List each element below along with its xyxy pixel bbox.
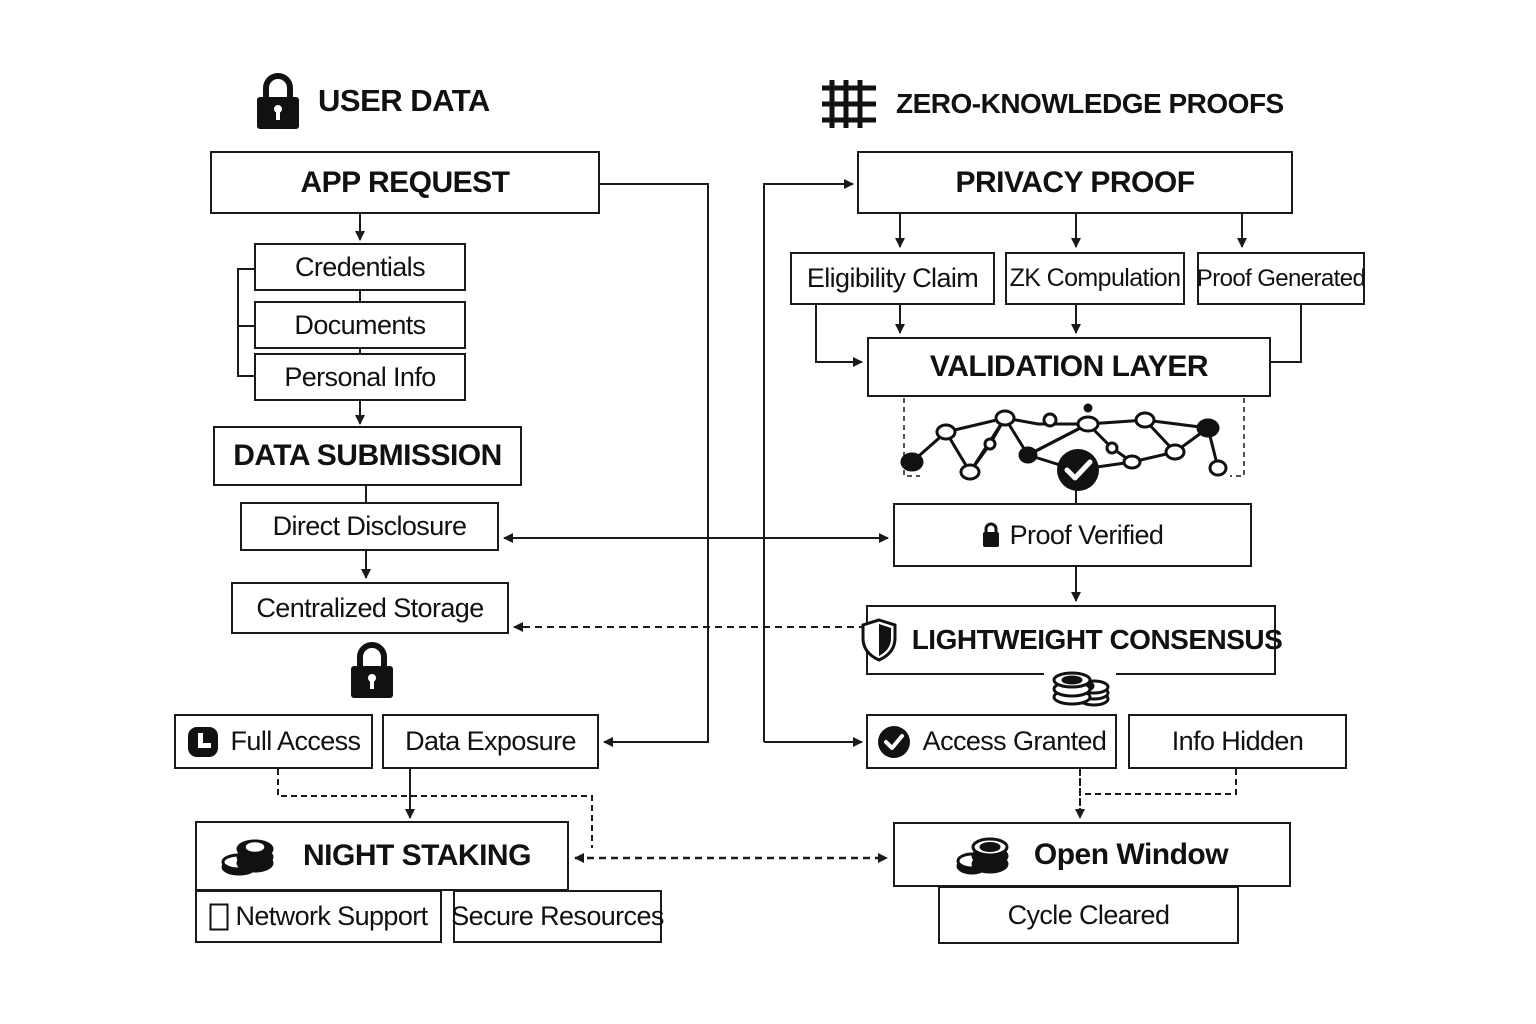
grid-hash-icon (820, 78, 878, 130)
cycle-cleared-label: Cycle Cleared (1007, 899, 1170, 930)
data-submission-box[interactable]: DATA SUBMISSION (213, 426, 522, 486)
checkbox-empty-icon[interactable] (209, 903, 229, 931)
connector-generated-to-validation (1270, 305, 1302, 363)
bracket-inputs (237, 268, 254, 377)
blockchain-network-icon (900, 403, 1228, 481)
check-badge-icon (1057, 449, 1099, 491)
arrow-app-request-to-data-exposure (599, 183, 709, 747)
proof-generated-label: Proof Generated (1196, 264, 1366, 292)
open-window-label: Open Window (1033, 837, 1229, 871)
user-data-heading-text: USER DATA (318, 83, 490, 118)
data-exposure-label: Data Exposure (405, 726, 576, 756)
secure-resources-box[interactable]: Secure Resources (451, 890, 664, 943)
network-support-label: Network Support (235, 901, 428, 931)
eligibility-claim-box[interactable]: Eligibility Claim (790, 252, 995, 305)
centralized-storage-box[interactable]: Centralized Storage (231, 582, 509, 634)
documents-box[interactable]: Documents (254, 301, 466, 349)
lock-icon (256, 72, 300, 130)
cycle-cleared-box[interactable]: Cycle Cleared (938, 886, 1239, 944)
night-staking-label: NIGHT STAKING (303, 839, 531, 872)
secure-resources-label: Secure Resources (451, 901, 664, 931)
full-access-label: Full Access (230, 726, 362, 756)
network-support-box[interactable]: Network Support (195, 890, 442, 943)
privacy-proof-box[interactable]: PRIVACY PROOF (857, 151, 1293, 214)
dashed-network-bracket-right (1230, 398, 1245, 477)
check-circle-icon (877, 725, 911, 759)
personal-info-box[interactable]: Personal Info (254, 353, 466, 401)
validation-layer-box[interactable]: VALIDATION LAYER (867, 337, 1271, 397)
zk-compulation-label: ZK Compulation (1009, 264, 1181, 292)
dashed-info-hidden-link (1082, 769, 1237, 795)
credentials-box[interactable]: Credentials (254, 243, 466, 291)
full-access-box[interactable]: Full Access (174, 714, 373, 769)
documents-label: Documents (294, 309, 426, 340)
credentials-label: Credentials (295, 251, 426, 282)
coins-icon (221, 835, 275, 877)
proof-generated-box[interactable]: Proof Generated (1196, 252, 1366, 305)
zk-proofs-heading-text: ZERO-KNOWLEDGE PROOFS (896, 88, 1284, 119)
zk-compulation-box[interactable]: ZK Compulation (1005, 252, 1185, 305)
personal-info-label: Personal Info (284, 361, 436, 392)
eligibility-claim-label: Eligibility Claim (806, 263, 979, 293)
info-hidden-label: Info Hidden (1171, 726, 1304, 756)
shield-icon (860, 618, 898, 662)
zk-proofs-heading: ZERO-KNOWLEDGE PROOFS (820, 78, 1284, 130)
boot-icon (187, 726, 219, 758)
data-exposure-box[interactable]: Data Exposure (382, 714, 599, 769)
user-data-heading: USER DATA (256, 72, 490, 130)
lightweight-consensus-label: LIGHTWEIGHT CONSENSUS (911, 624, 1283, 655)
data-submission-label: DATA SUBMISSION (233, 439, 502, 472)
validation-layer-label: VALIDATION LAYER (929, 350, 1209, 383)
consensus-coins-icon (1044, 663, 1116, 707)
arrow-eligibility-side-to-validation (815, 305, 863, 367)
app-request-label: APP REQUEST (300, 165, 511, 199)
dashed-network-bracket (903, 398, 920, 477)
lock-icon (982, 522, 1000, 548)
proof-verified-box[interactable]: Proof Verified (893, 503, 1252, 567)
direct-disclosure-box[interactable]: Direct Disclosure (240, 502, 499, 551)
privacy-proof-label: PRIVACY PROOF (955, 165, 1195, 199)
info-hidden-box[interactable]: Info Hidden (1128, 714, 1347, 769)
proof-verified-label: Proof Verified (1009, 519, 1164, 550)
centralized-storage-label: Centralized Storage (256, 592, 484, 623)
open-window-box[interactable]: Open Window (893, 822, 1291, 887)
app-request-box[interactable]: APP REQUEST (210, 151, 600, 214)
coins-icon (956, 834, 1010, 876)
access-granted-label: Access Granted (922, 726, 1107, 756)
direct-disclosure-label: Direct Disclosure (272, 511, 467, 541)
night-staking-box[interactable]: NIGHT STAKING (195, 821, 569, 891)
access-granted-box[interactable]: Access Granted (866, 714, 1117, 769)
storage-lock-icon (350, 641, 394, 699)
